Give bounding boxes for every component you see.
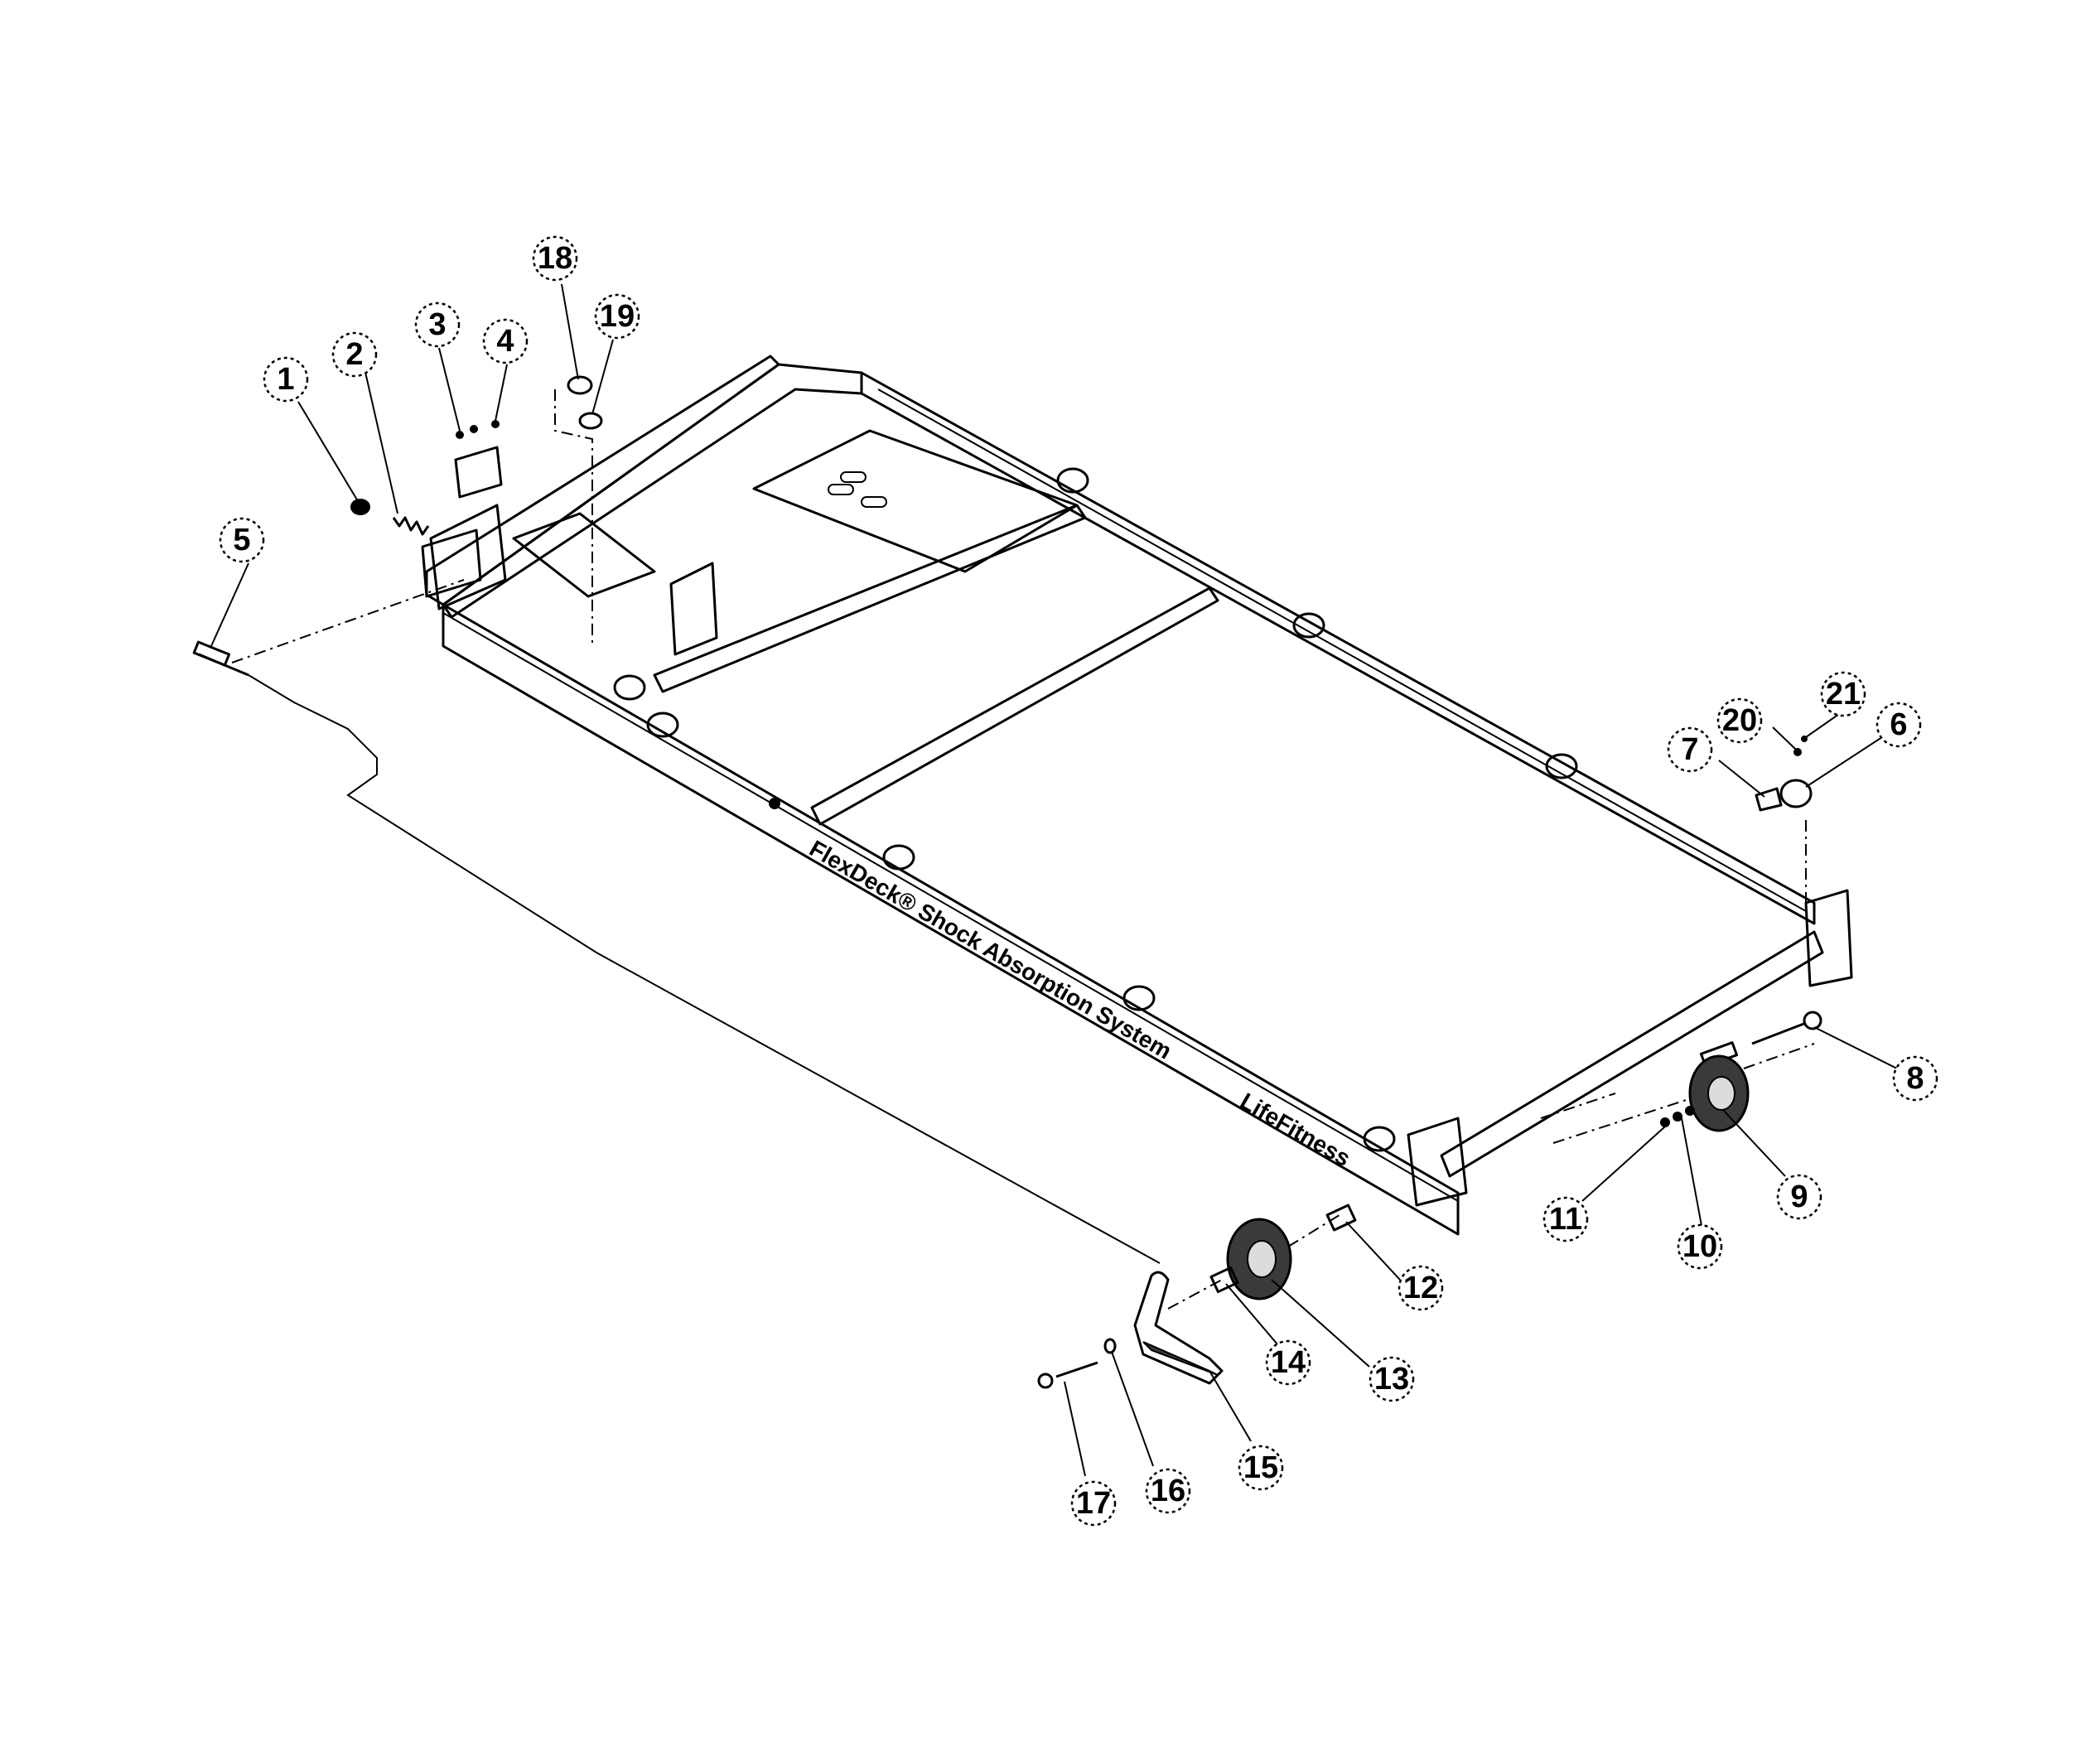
svg-text:13: 13: [1374, 1362, 1409, 1397]
svg-text:2: 2: [345, 337, 363, 372]
alignment-leaders: [231, 389, 1815, 1310]
part-13-wheel: [1226, 1218, 1292, 1300]
svg-text:7: 7: [1681, 732, 1698, 767]
deck-frame: FlexDeck® Shock Absorption System LifeFi…: [421, 355, 1853, 1236]
svg-text:20: 20: [1722, 703, 1757, 738]
svg-text:15: 15: [1243, 1450, 1278, 1485]
callout-17: 17: [1070, 1480, 1117, 1527]
callout-10: 10: [1677, 1223, 1723, 1270]
svg-text:4: 4: [496, 324, 514, 359]
part-12-spacer: [1325, 1204, 1357, 1232]
callout-leaders: [210, 283, 1898, 1477]
svg-text:10: 10: [1682, 1229, 1717, 1264]
callout-14: 14: [1265, 1339, 1311, 1386]
callout-12: 12: [1398, 1265, 1444, 1311]
frame-label: FlexDeck® Shock Absorption System: [805, 835, 1176, 1064]
svg-text:1: 1: [277, 362, 294, 397]
svg-text:12: 12: [1403, 1271, 1438, 1305]
part-9-wheel: [1688, 1054, 1750, 1132]
svg-text:18: 18: [538, 241, 572, 276]
svg-text:21: 21: [1826, 677, 1861, 712]
callout-7: 7: [1667, 726, 1713, 773]
callout-11: 11: [1542, 1196, 1589, 1242]
callout-3: 3: [414, 302, 461, 348]
svg-text:8: 8: [1906, 1061, 1924, 1096]
part-1-knob: [350, 499, 370, 515]
svg-text:6: 6: [1890, 707, 1907, 742]
callout-18: 18: [532, 235, 578, 282]
callout-19: 19: [594, 293, 640, 340]
part-10-11-hardware: [1660, 1106, 1695, 1127]
callout-9: 9: [1776, 1174, 1822, 1220]
callout-15: 15: [1238, 1445, 1284, 1491]
callout-5: 5: [219, 517, 265, 563]
callout-4: 4: [482, 318, 529, 364]
frame-brand: LifeFitness: [1236, 1088, 1355, 1171]
callout-16: 16: [1145, 1468, 1191, 1514]
callout-6: 6: [1876, 702, 1922, 748]
callout-13: 13: [1369, 1356, 1415, 1402]
callout-21: 21: [1820, 671, 1866, 717]
svg-text:17: 17: [1076, 1486, 1111, 1521]
callout-2: 2: [331, 331, 378, 378]
part-17-bolt: [1037, 1361, 1098, 1389]
svg-text:5: 5: [233, 523, 250, 557]
part-15-lever: [1133, 1271, 1224, 1385]
svg-text:19: 19: [600, 299, 635, 334]
part-6-7-20-21-clamp: [1755, 736, 1813, 812]
svg-text:3: 3: [428, 307, 446, 342]
callout-8: 8: [1892, 1055, 1938, 1102]
part-2-spring: [392, 516, 430, 536]
callout-20: 20: [1716, 697, 1763, 744]
callout-1: 1: [263, 356, 309, 403]
cable-assembly: [192, 640, 1161, 1264]
svg-text:9: 9: [1790, 1180, 1808, 1214]
svg-text:16: 16: [1151, 1474, 1185, 1508]
svg-text:14: 14: [1271, 1345, 1306, 1380]
part-16-washer: [1103, 1338, 1117, 1354]
part-18-19-washers: [567, 375, 603, 430]
part-3-4-bracket: [454, 420, 503, 499]
svg-text:11: 11: [1549, 1202, 1582, 1237]
